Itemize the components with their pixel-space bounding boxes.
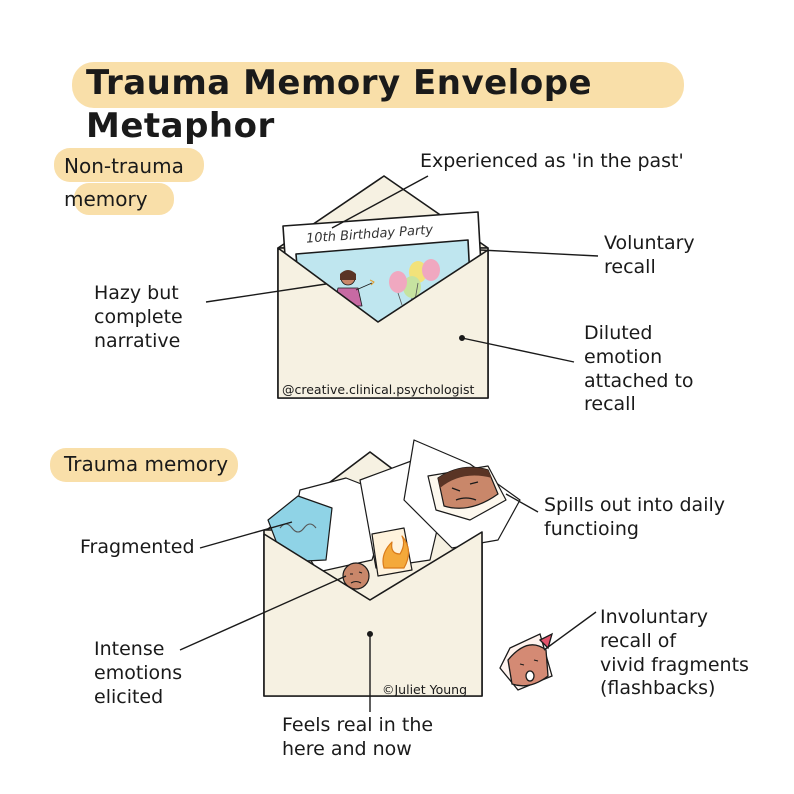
trauma-heading-highlight (50, 448, 238, 482)
non-trauma-heading: Non-trauma memory (64, 154, 184, 211)
worried-face (342, 562, 370, 590)
balloons (389, 259, 440, 307)
label-diluted-emotion: Diluted emotion attached to recall (584, 322, 694, 416)
line-intense (179, 575, 347, 651)
label-spills-out: Spills out into daily functioing (544, 494, 725, 540)
non-trauma-heading-highlight-1 (54, 148, 204, 182)
non-trauma-envelope (277, 175, 489, 399)
line-hazy (205, 283, 327, 303)
line-involuntary (543, 611, 597, 651)
envelope-front (277, 247, 489, 399)
label-hazy-narrative: Hazy but complete narrative (94, 282, 183, 352)
line-spills (505, 493, 539, 513)
credit-clinical: @creative.clinical.psychologist (282, 382, 475, 397)
trauma-envelope (263, 439, 521, 697)
page-title: Trauma Memory Envelope Metaphor (86, 63, 593, 146)
line-fragmented (199, 521, 293, 549)
envelope-front (263, 531, 483, 697)
fire-icon (382, 535, 410, 569)
label-experienced-past: Experienced as 'in the past' (420, 150, 684, 172)
line-voluntary (479, 249, 599, 257)
flashback-fragment (499, 632, 554, 691)
line-diluted (461, 337, 575, 363)
highlights (50, 62, 684, 482)
label-involuntary-recall: Involuntary recall of vivid fragments (f… (600, 606, 749, 700)
callout-lines (179, 175, 599, 712)
dot-feels-real (366, 630, 373, 637)
label-voluntary-recall: Voluntary recall (604, 232, 695, 278)
angry-face-hair (438, 467, 492, 488)
crumpled-fragments (267, 439, 521, 590)
label-intense-emotions: Intense emotions elicited (94, 638, 183, 708)
non-trauma-heading-highlight-2 (74, 183, 174, 215)
trauma-heading: Trauma memory (64, 452, 229, 476)
title-highlight (72, 62, 684, 108)
label-feels-real: Feels real in the here and now (282, 714, 434, 760)
label-fragmented: Fragmented (80, 536, 195, 558)
line-past (331, 175, 429, 229)
credit-juliet: ©Juliet Young (382, 682, 468, 697)
